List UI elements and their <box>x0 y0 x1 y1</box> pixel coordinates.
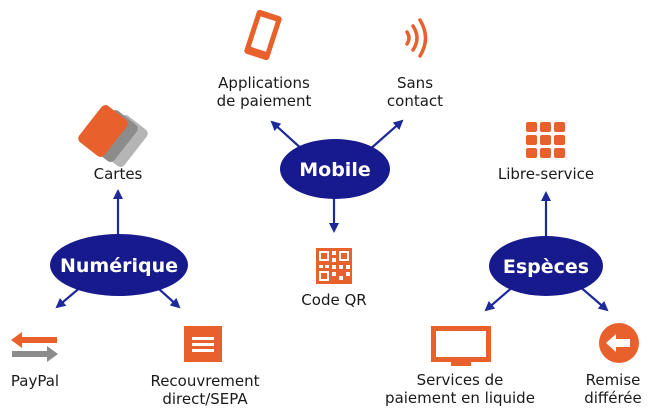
arrow-especes-to-remise <box>577 284 609 312</box>
hub-mobile: Mobile <box>280 139 390 199</box>
transfer-arrows-icon <box>11 332 58 362</box>
label-services: Services de paiement en liquide <box>378 371 542 407</box>
label-code-qr: Code QR <box>289 291 379 309</box>
contactless-icon <box>405 18 428 58</box>
qr-code-icon <box>316 248 352 284</box>
hub-mobile-label: Mobile <box>299 159 370 181</box>
label-cartes: Cartes <box>83 165 153 183</box>
label-services-line1: Services de <box>416 371 504 389</box>
label-recouvrement-line1: Recouvrement <box>150 372 260 390</box>
label-applications: Applications de paiement <box>203 74 325 110</box>
label-cartes-text: Cartes <box>93 165 143 183</box>
label-services-line2: paiement en liquide <box>385 389 535 407</box>
document-list-icon <box>184 326 222 362</box>
label-applications-line2: de paiement <box>216 92 312 110</box>
hub-especes: Espèces <box>489 236 603 296</box>
label-remise-line2: différée <box>584 389 642 407</box>
label-remise: Remise différée <box>578 371 648 407</box>
label-sans-contact: Sans contact <box>380 74 450 110</box>
label-libre-service: Libre-service <box>488 165 604 183</box>
label-libre-service-text: Libre-service <box>497 165 595 183</box>
label-recouvrement: Recouvrement direct/SEPA <box>145 372 265 408</box>
hub-especes-label: Espèces <box>503 256 589 278</box>
monitor-icon <box>431 326 491 366</box>
label-sans-contact-line2: contact <box>386 92 444 110</box>
label-remise-line1: Remise <box>585 371 641 389</box>
back-arrow-icon <box>599 323 639 363</box>
cards-icon <box>78 105 148 167</box>
label-code-qr-text: Code QR <box>301 291 367 309</box>
arrow-mobile-to-sans-contact <box>367 119 404 152</box>
label-sans-contact-line1: Sans <box>396 74 434 92</box>
smartphone-icon <box>244 9 282 61</box>
label-paypal-text: PayPal <box>10 372 60 390</box>
arrow-mobile-to-applications <box>270 120 305 152</box>
hub-numerique: Numérique <box>50 234 188 296</box>
label-paypal: PayPal <box>0 372 70 390</box>
keypad-icon <box>526 122 565 158</box>
hub-numerique-label: Numérique <box>60 255 178 277</box>
label-recouvrement-line2: direct/SEPA <box>162 390 248 408</box>
label-applications-line1: Applications <box>218 74 310 92</box>
